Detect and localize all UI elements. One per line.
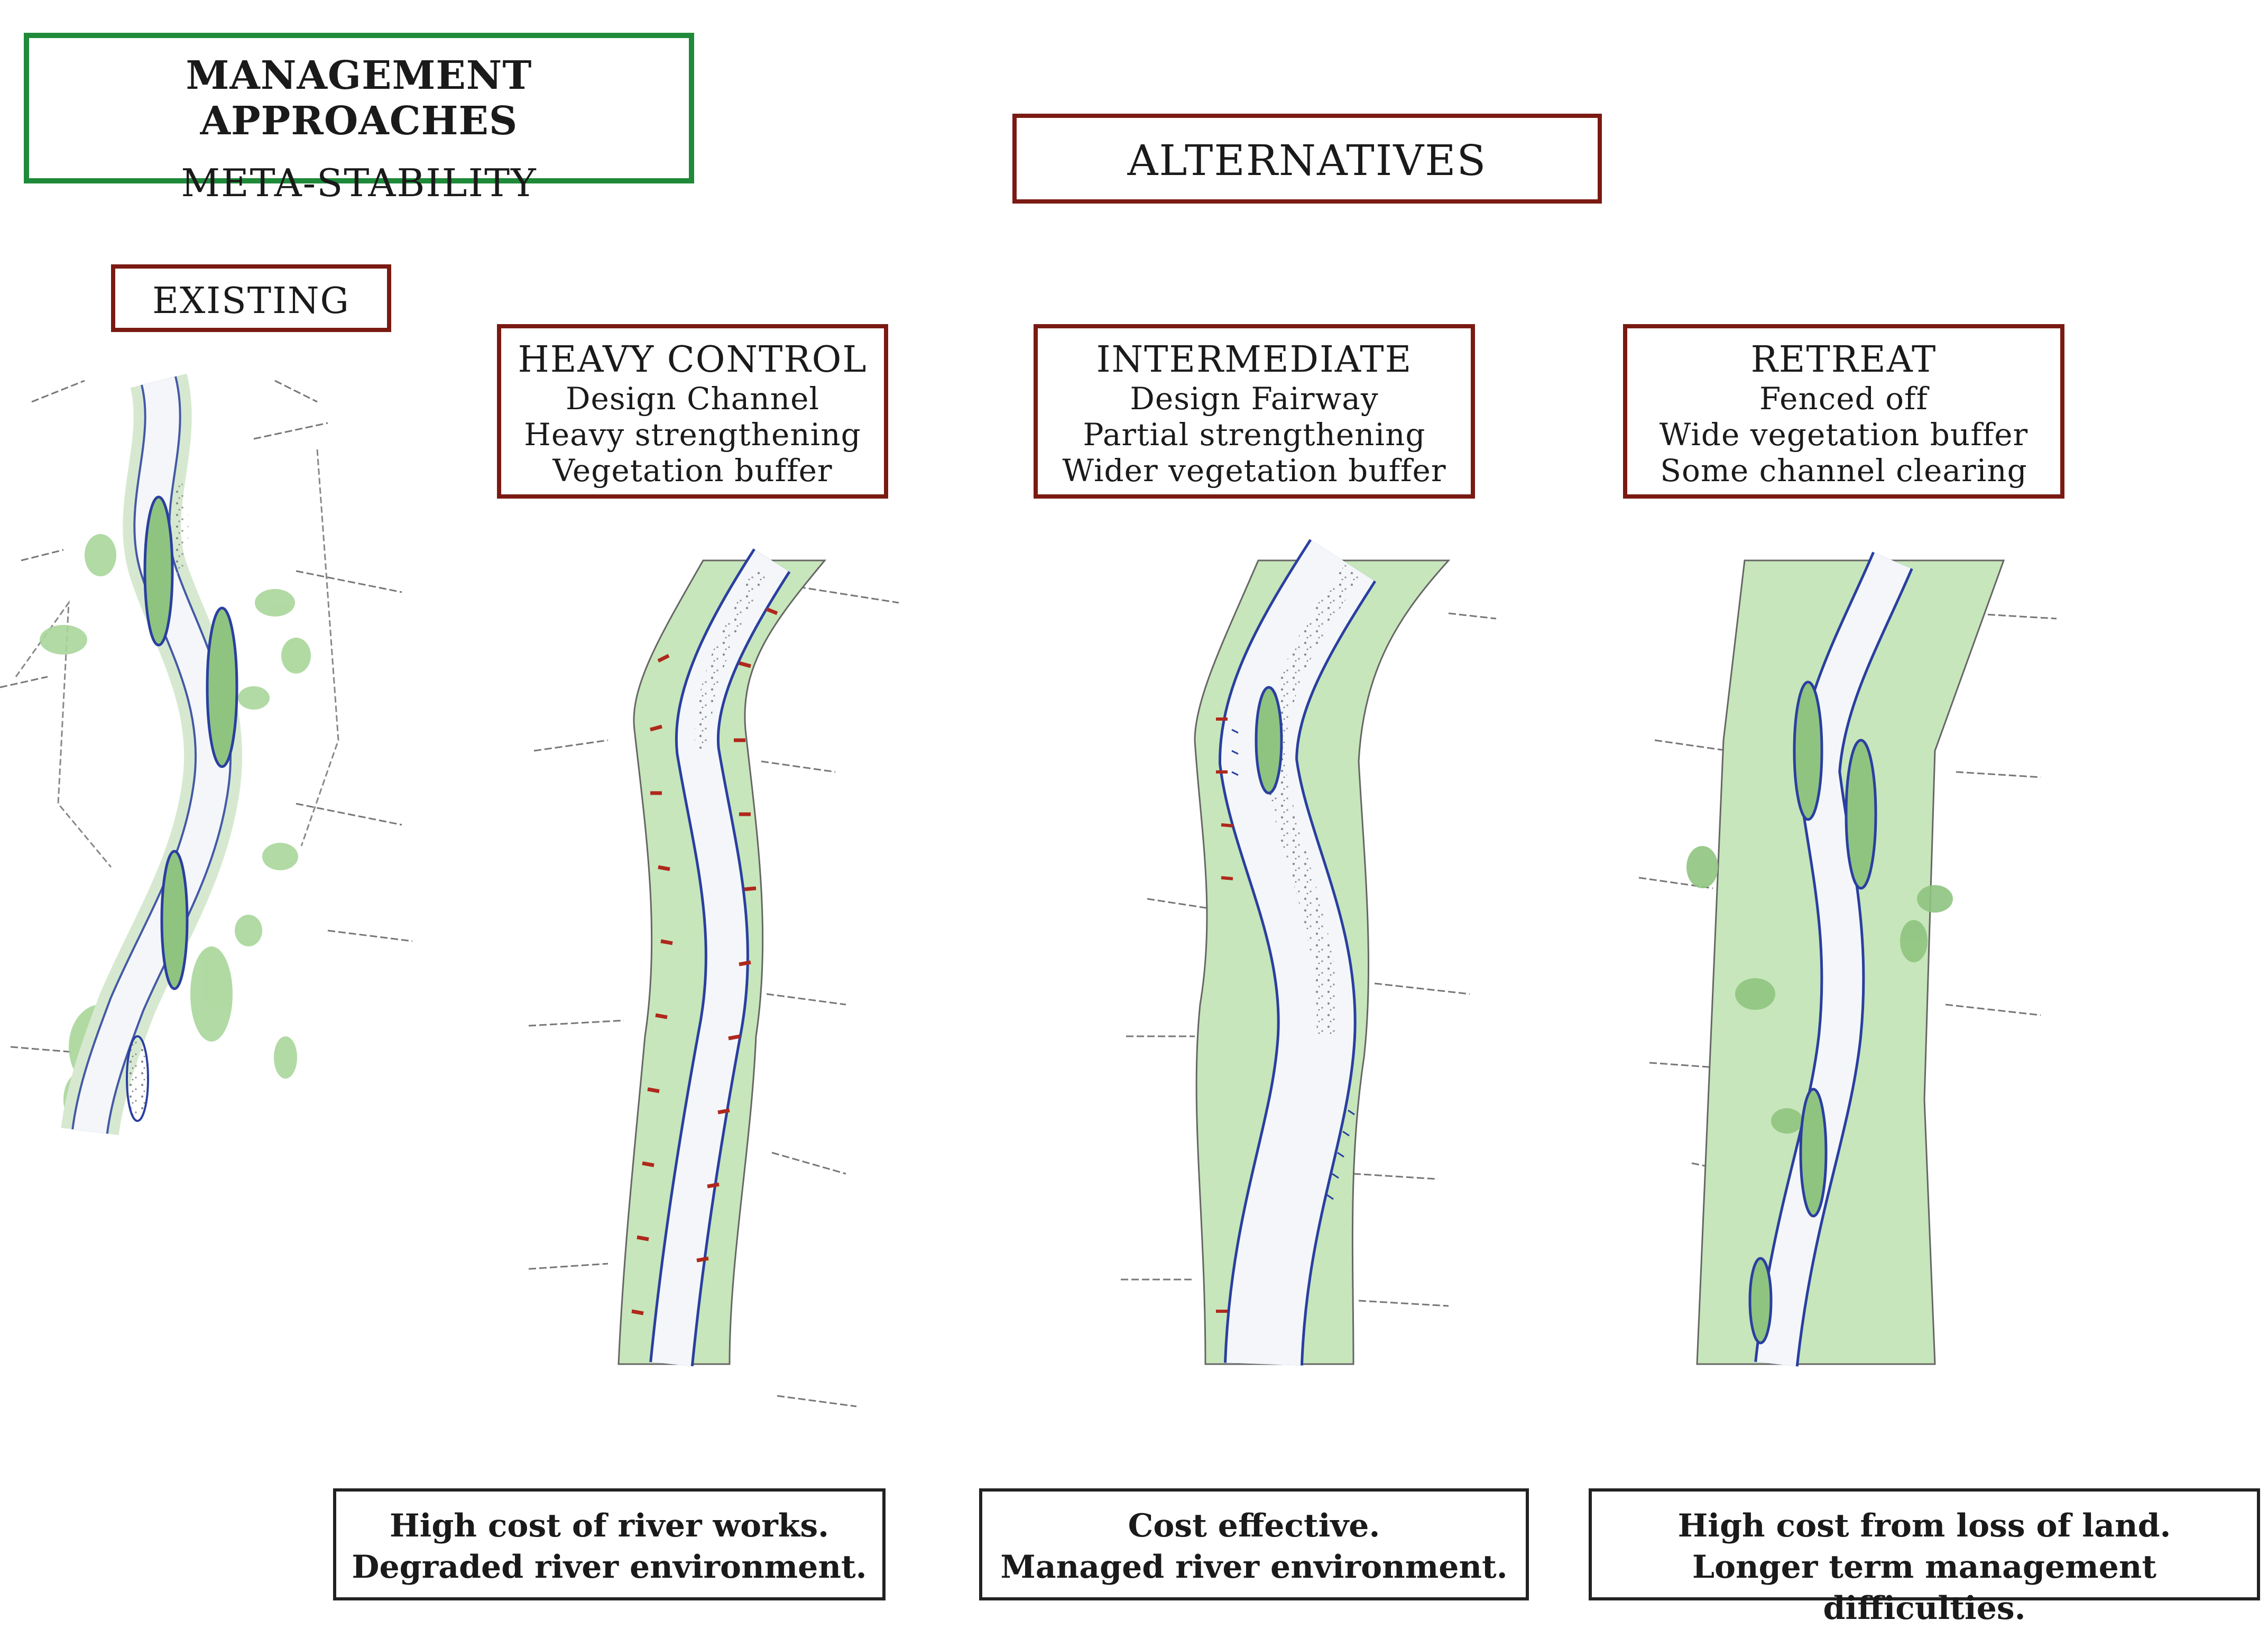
retreat-footer: High cost from loss of land. Longer term…	[1589, 1488, 2260, 1627]
heavy-control-box: HEAVY CONTROL Design Channel Heavy stren…	[497, 324, 888, 499]
heavy-control-footer: High cost of river works. Degraded river…	[333, 1488, 886, 1600]
panel-label: INTERMEDIATE	[1096, 339, 1413, 381]
footer-line: Longer term management difficulties.	[1692, 1549, 2157, 1627]
panel-label: HEAVY CONTROL	[518, 339, 868, 381]
footer-line: Cost effective.	[1128, 1507, 1380, 1544]
intermediate-sketch	[1121, 539, 1497, 1366]
page-subtitle: META-STABILITY	[181, 161, 537, 205]
existing-sketch	[0, 373, 439, 1136]
heavy-control-sketch	[528, 548, 899, 1407]
existing-box: EXISTING	[111, 264, 391, 332]
footer-line: Degraded river environment.	[352, 1549, 867, 1586]
panel-line: Design Fairway	[1130, 381, 1379, 417]
panel-line: Design Channel	[566, 381, 819, 417]
footer-line: High cost of river works.	[389, 1507, 829, 1544]
panel-line: Wider vegetation buffer	[1062, 453, 1446, 489]
panel-line: Some channel clearing	[1660, 453, 2027, 489]
panel-label: RETREAT	[1750, 339, 1937, 381]
footer-line: Managed river environment.	[1000, 1549, 1508, 1586]
retreat-box: RETREAT Fenced off Wide vegetation buffe…	[1623, 324, 2064, 499]
panel-line: Vegetation buffer	[552, 453, 833, 489]
panel-line: Partial strengthening	[1083, 417, 1426, 453]
footer-line: High cost from loss of land.	[1677, 1507, 2171, 1544]
panel-line: Fenced off	[1759, 381, 1928, 417]
retreat-sketch	[1638, 551, 2057, 1367]
panel-line: Wide vegetation buffer	[1659, 417, 2029, 453]
alternatives-label: ALTERNATIVES	[1127, 136, 1487, 185]
existing-label: EXISTING	[152, 280, 350, 322]
alternatives-box: ALTERNATIVES	[1012, 114, 1602, 204]
title-box: MANAGEMENT APPROACHES META-STABILITY	[24, 33, 694, 205]
intermediate-footer: Cost effective. Managed river environmen…	[979, 1488, 1529, 1600]
intermediate-box: INTERMEDIATE Design Fairway Partial stre…	[1034, 324, 1475, 499]
panel-line: Heavy strengthening	[524, 417, 861, 453]
page-title: MANAGEMENT APPROACHES	[186, 53, 532, 144]
